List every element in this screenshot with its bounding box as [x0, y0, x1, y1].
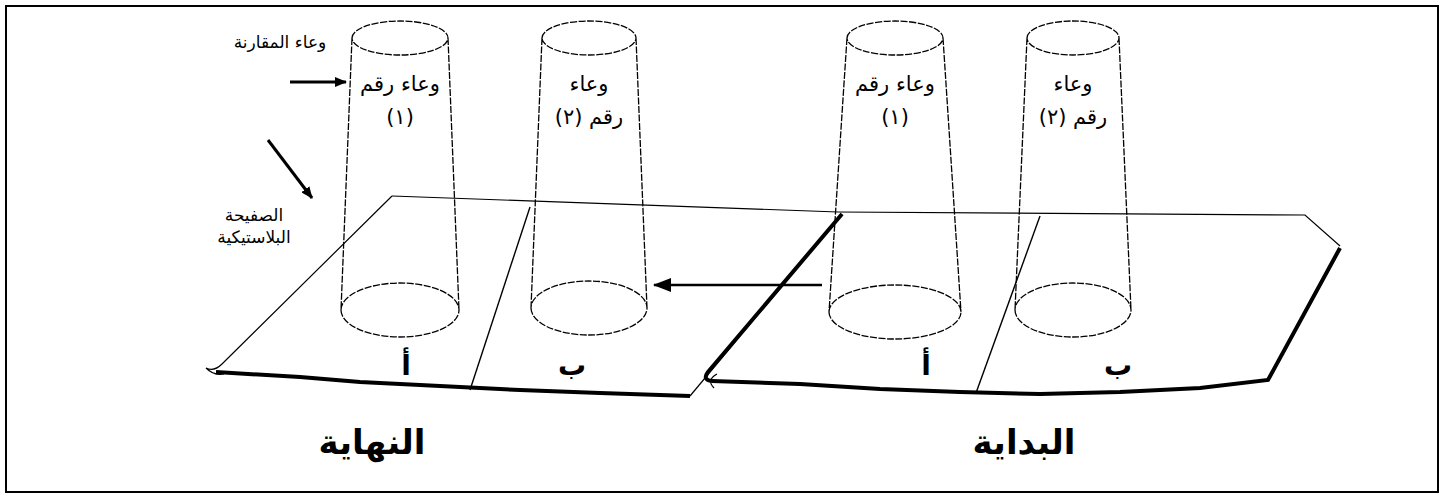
stage-label: النهاية [292, 420, 452, 464]
region-letter: أ [906, 348, 946, 384]
cup-container: وعاء رقم (٢) [1012, 18, 1134, 340]
region-letter: أ [386, 348, 426, 384]
cup-outline [528, 18, 650, 338]
cup-container: وعاء رقم (٢) [528, 18, 650, 338]
cup-outline-path [829, 21, 961, 339]
cup-outline-path [341, 21, 459, 337]
leader-arrow [268, 140, 312, 198]
transition-arrow [654, 284, 822, 287]
cup-label: وعاء رقم (١) [360, 68, 440, 133]
cup-container: وعاء رقم (١) [338, 18, 462, 340]
plastic-sheet [706, 212, 1340, 394]
frame [6, 6, 1438, 492]
cup-outline-path [531, 21, 647, 335]
region-letter: ب [1098, 348, 1138, 384]
cup-outline [1012, 18, 1134, 340]
cup-label: وعاء رقم (١) [855, 68, 935, 133]
callout-label: الصفيحة البلاستيكية [206, 204, 302, 248]
cup-outline [338, 18, 462, 340]
callout-label: وعاء المقارنة [210, 31, 350, 53]
region-letter: ب [552, 348, 592, 384]
plastic-sheet [206, 196, 842, 396]
cup-container: وعاء رقم (١) [826, 18, 964, 342]
cup-label: وعاء رقم (٢) [550, 68, 628, 133]
cup-outline [826, 18, 964, 342]
stage-label: البداية [944, 420, 1104, 464]
cup-label: وعاء رقم (٢) [1035, 68, 1111, 133]
leader-arrow [290, 81, 346, 84]
cup-outline-path [1015, 21, 1131, 337]
